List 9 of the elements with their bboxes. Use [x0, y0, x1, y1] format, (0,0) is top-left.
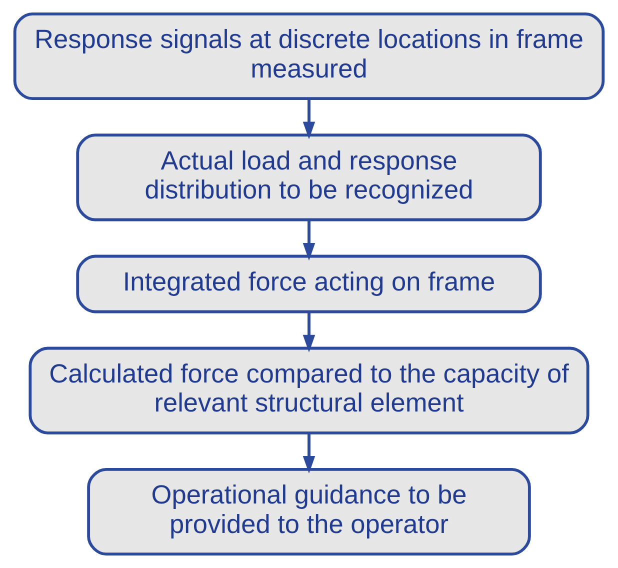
arrow [302, 312, 316, 352]
node-box: Actual load and response distribution to be recognized [76, 134, 542, 222]
node-box: Integrated force acting on frame [76, 254, 542, 314]
node-box: Response signals at discrete locations in frame measured [13, 12, 605, 100]
node-box: Operational guidance to be provided to the operator [87, 468, 531, 556]
arrow [302, 220, 316, 261]
node-box: Calculated force compared to the capacity of relevant structural element [28, 346, 590, 434]
arrow [302, 99, 316, 140]
arrow [302, 433, 316, 474]
